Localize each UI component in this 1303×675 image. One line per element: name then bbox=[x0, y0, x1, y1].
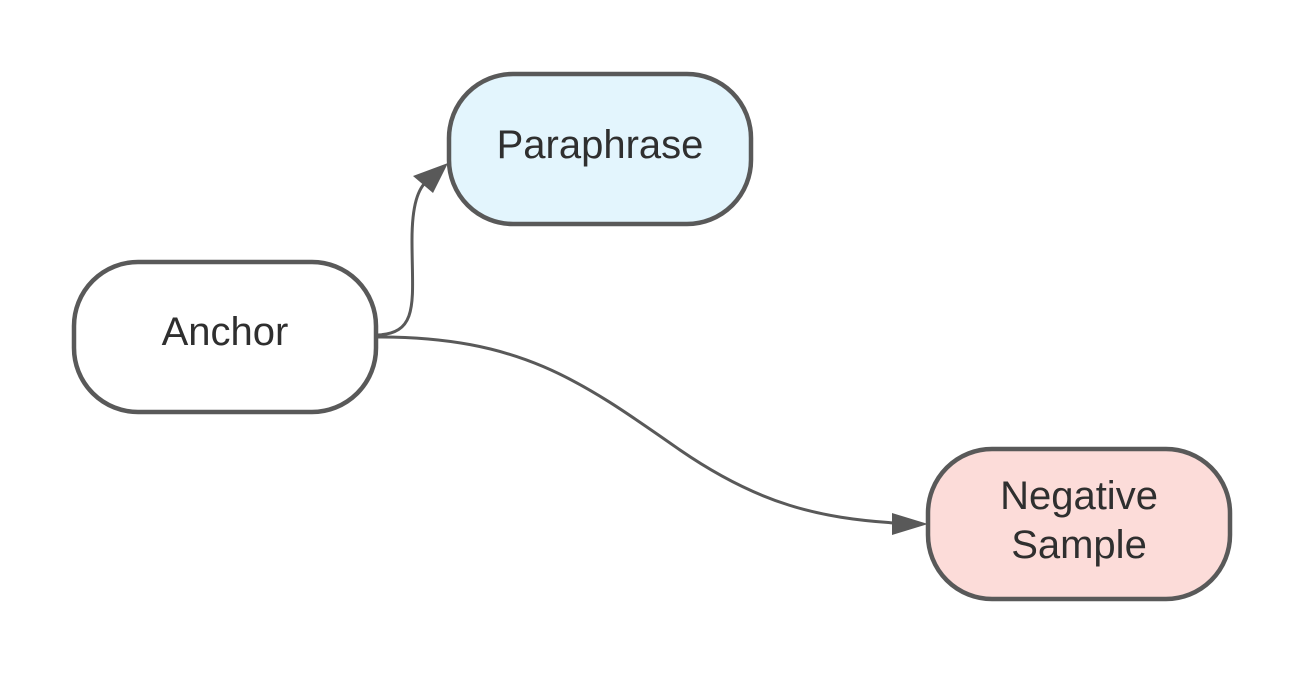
node-negative-sample-label-line1: Negative bbox=[1000, 474, 1158, 518]
node-negative-sample-shape bbox=[925, 446, 1233, 602]
node-anchor-shape bbox=[71, 259, 379, 415]
edge-anchor-to-paraphrase bbox=[377, 178, 430, 337]
node-paraphrase[interactable]: Paraphrase bbox=[446, 71, 754, 227]
arrowhead-paraphrase bbox=[413, 163, 448, 193]
edge-anchor-to-negative-sample bbox=[377, 335, 896, 525]
node-paraphrase-label: Paraphrase bbox=[497, 123, 704, 167]
node-paraphrase-shape bbox=[446, 71, 754, 227]
node-anchor-label: Anchor bbox=[162, 310, 289, 354]
arrowhead-negative-sample bbox=[892, 513, 928, 535]
node-negative-sample-label-line2: Sample bbox=[1011, 523, 1147, 567]
node-anchor[interactable]: Anchor bbox=[71, 259, 379, 415]
node-negative-sample[interactable]: Negative Sample bbox=[925, 446, 1233, 602]
